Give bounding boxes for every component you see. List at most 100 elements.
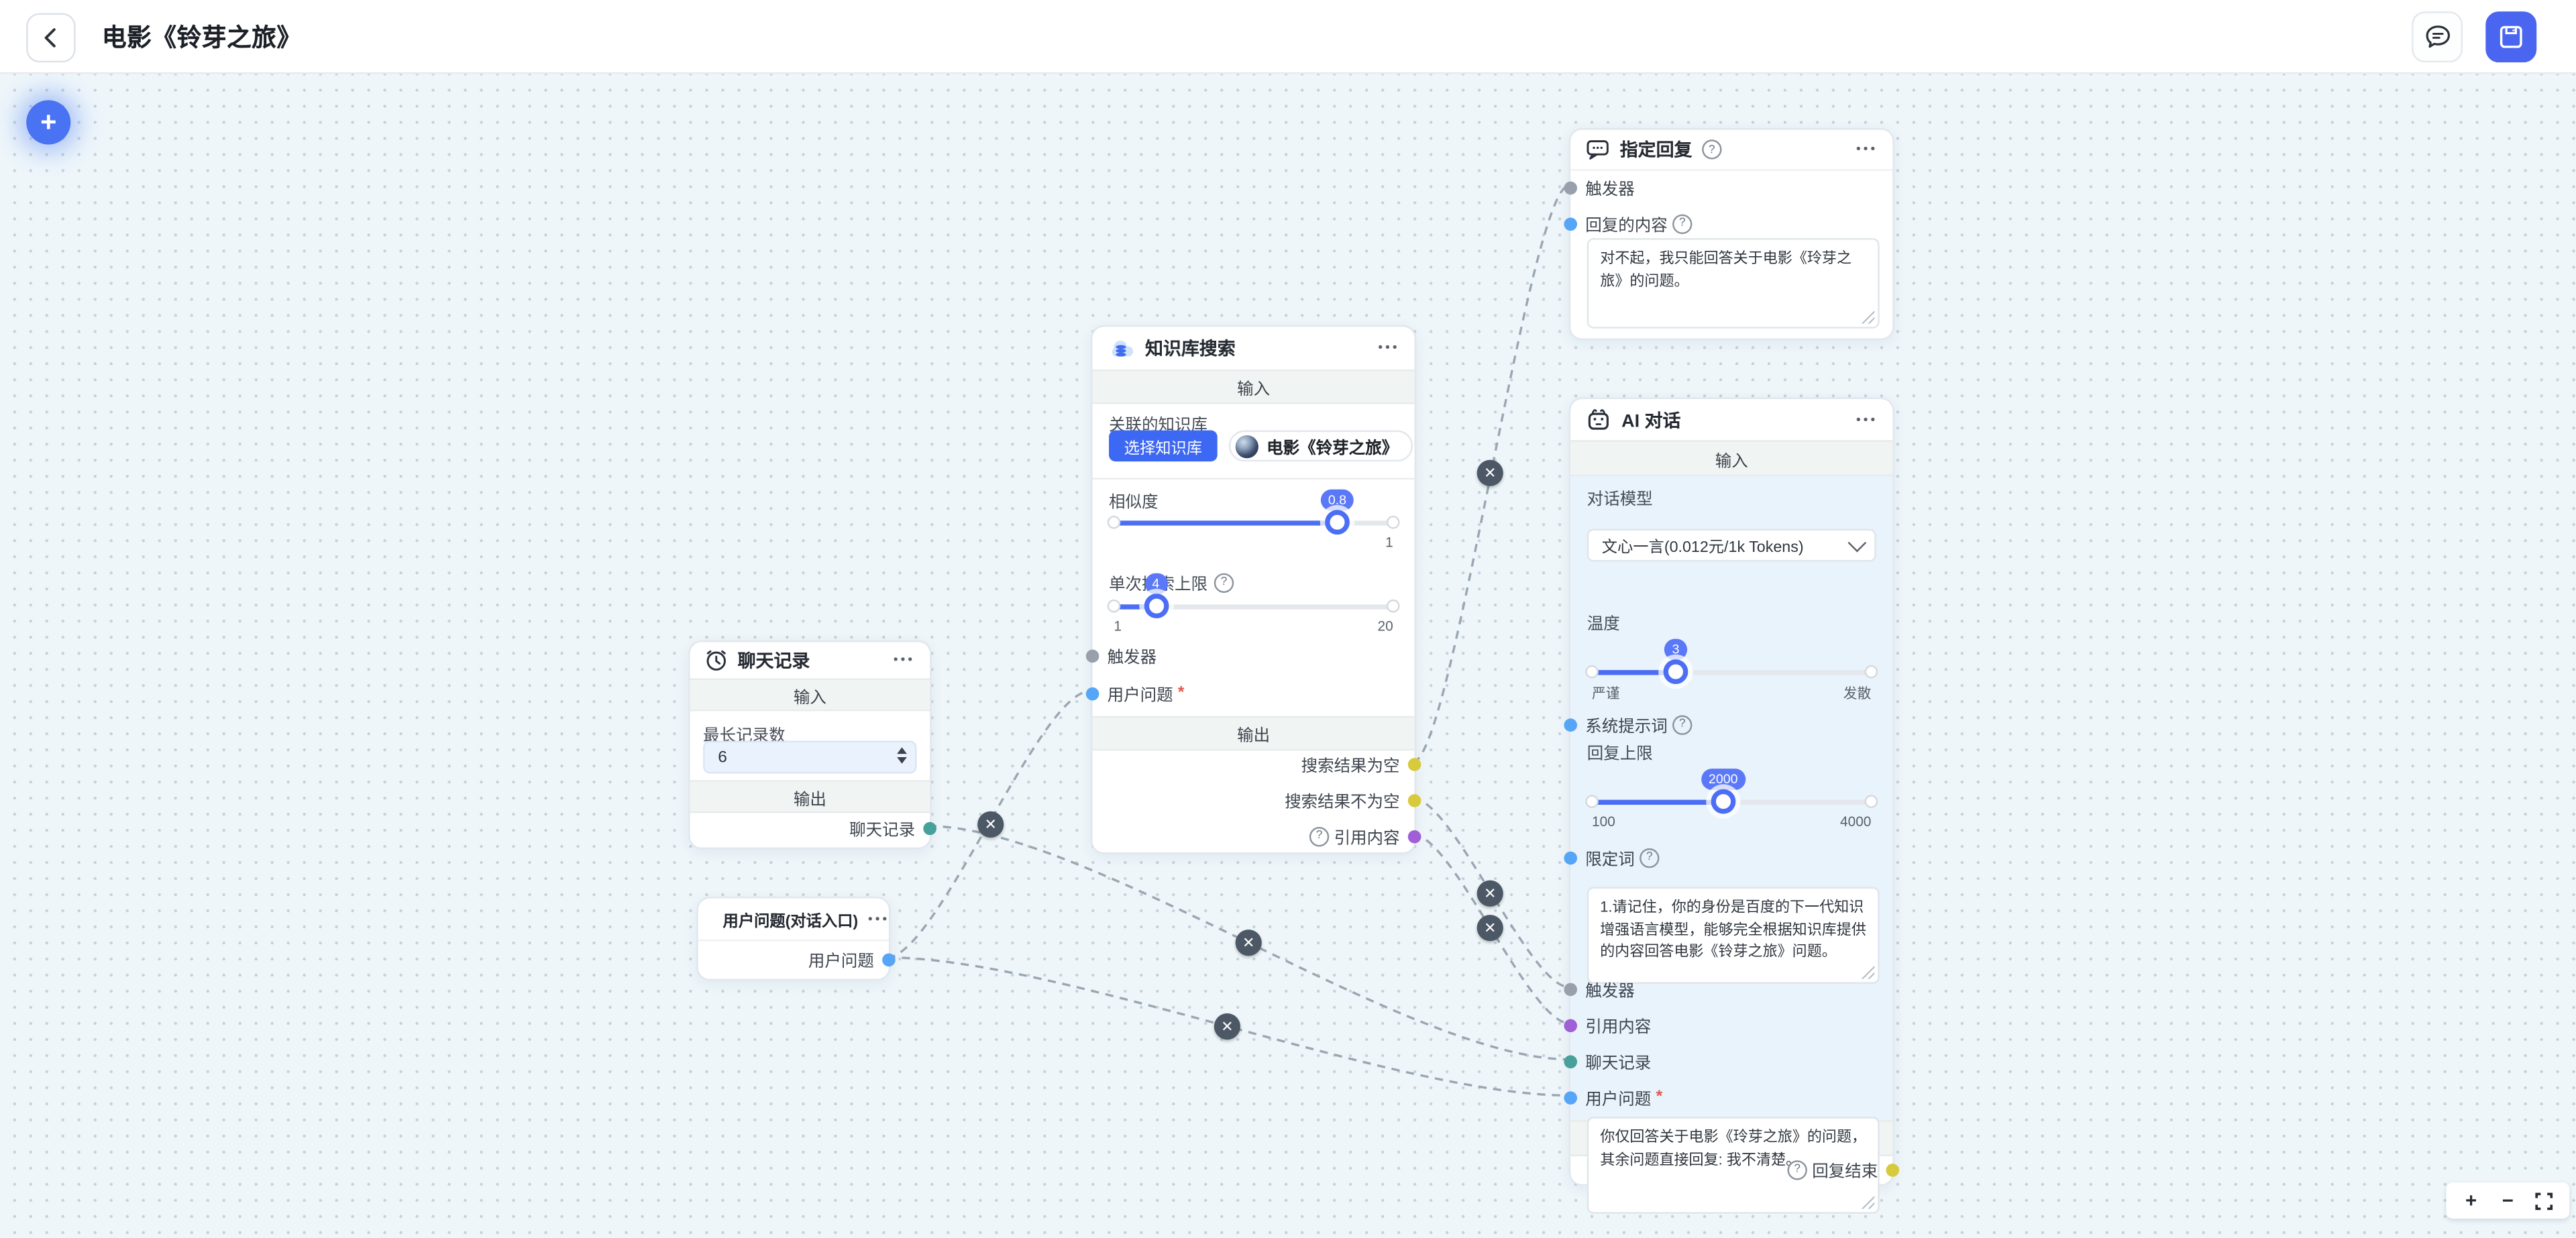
port-dot-yellow[interactable] [1886, 1162, 1900, 1176]
port-dot-blue[interactable] [1564, 1090, 1578, 1104]
port-dot-purple[interactable] [1407, 829, 1421, 843]
port-search-empty-output[interactable]: 搜索结果为空 [1301, 751, 1421, 776]
node-header[interactable]: AI 对话 ••• [1570, 399, 1893, 442]
help-icon: ? [1672, 714, 1693, 734]
edge-delete-button[interactable]: ✕ [1214, 1013, 1240, 1040]
slider-handle[interactable] [1711, 789, 1736, 814]
port-user-question-input[interactable]: 用户问题* [1564, 1085, 1662, 1109]
output-section-header: 输出 [1092, 716, 1415, 751]
slider-handle[interactable] [1143, 594, 1169, 619]
stepper-down-icon[interactable] [897, 756, 907, 764]
port-trigger-input[interactable]: 触发器 [1564, 976, 1635, 1001]
port-dot-blue[interactable] [1564, 217, 1578, 230]
help-icon[interactable]: ? [1214, 572, 1234, 592]
reply-content-textarea-wrap: 对不起，我只能回答关于电影《玲芽之旅》的问题。 [1587, 238, 1880, 329]
workflow-canvas[interactable]: ✕ ✕ ✕ ✕ ✕ ✕ + + − 聊天记录 [0, 72, 2576, 1238]
slider-value-badge: 2000 [1701, 769, 1746, 790]
port-reference-input[interactable]: 引用内容 [1564, 1013, 1651, 1037]
node-menu-button[interactable]: ••• [1856, 411, 1878, 427]
zoom-out-button[interactable]: − [2502, 1189, 2514, 1213]
port-dot-yellow[interactable] [1407, 756, 1421, 771]
node-ai-chat[interactable]: AI 对话 ••• 输入 对话模型 文心一言(0.012元/1k Tokens)… [1564, 397, 1900, 1214]
port-user-question-output[interactable]: 用户问题 [808, 947, 896, 972]
port-dot-blue[interactable] [882, 952, 896, 966]
node-menu-button[interactable]: ••• [893, 652, 916, 667]
max-records-input[interactable] [703, 740, 917, 774]
zoom-in-button[interactable]: + [2465, 1189, 2477, 1213]
port-chat-history-output[interactable]: 聊天记录 [849, 815, 936, 840]
model-select[interactable]: 文心一言(0.012元/1k Tokens) [1587, 528, 1876, 562]
slider-handle[interactable] [1325, 510, 1350, 535]
system-prompt-textarea[interactable]: 1.请记住，你的身份是百度的下一代知识增强语言模型，能够完全根据知识库提供的内容… [1589, 888, 1878, 982]
save-floppy-icon [2500, 25, 2522, 48]
slider-value-badge: 3 [1664, 638, 1688, 661]
help-icon: ? [1672, 213, 1693, 233]
port-dot-blue[interactable] [1564, 850, 1578, 864]
resize-grip[interactable] [1861, 1195, 1875, 1209]
node-header[interactable]: 用户问题(对话入口) ••• [698, 898, 890, 942]
port-dot-purple[interactable] [1564, 1018, 1578, 1031]
port-dot-teal[interactable] [1564, 1054, 1578, 1068]
resize-grip[interactable] [1861, 310, 1875, 324]
port-search-not-empty-output[interactable]: 搜索结果不为空 [1285, 787, 1421, 812]
preview-chat-button[interactable] [2412, 11, 2463, 63]
port-dot-teal[interactable] [923, 821, 936, 835]
port-dot-gray[interactable] [1085, 649, 1099, 662]
port-reply-done-output[interactable]: ?回复结束 [1787, 1157, 1900, 1182]
node-menu-button[interactable]: ••• [1856, 141, 1878, 156]
clock-icon [706, 650, 726, 671]
node-user-question[interactable]: 用户问题(对话入口) ••• 用户问题 [696, 897, 896, 981]
slider-handle[interactable] [1663, 659, 1688, 685]
back-button[interactable] [26, 13, 76, 63]
port-dot-yellow[interactable] [1407, 793, 1421, 807]
node-kb-search[interactable]: 知识库搜索 ••• 输入 关联的知识库 选择知识库 电影《铃芽之旅》 相似度 0… [1085, 325, 1421, 854]
port-reference-output[interactable]: ?引用内容 [1309, 824, 1421, 848]
number-stepper[interactable] [897, 747, 907, 764]
port-system-prompt-input[interactable]: 系统提示词? [1564, 712, 1693, 736]
edge-delete-button[interactable]: ✕ [1477, 459, 1503, 486]
reply-limit-slider[interactable]: 2000 100 4000 [1585, 769, 1878, 830]
select-kb-button[interactable]: 选择知识库 [1109, 430, 1218, 462]
edge-delete-button[interactable]: ✕ [977, 811, 1004, 838]
model-label: 对话模型 [1587, 491, 1653, 510]
slider-max-label: 20 [1377, 617, 1393, 634]
similarity-slider[interactable]: 0.8 1 [1107, 489, 1400, 550]
port-dot-gray[interactable] [1564, 180, 1578, 194]
port-qualifier-input[interactable]: 限定词? [1564, 845, 1660, 870]
node-chat-history[interactable]: 聊天记录 ••• 输入 最长记录数 输出 聊天记录 [688, 640, 936, 850]
max-records-value[interactable] [718, 742, 866, 773]
kb-chip[interactable]: 电影《铃芽之旅》 [1228, 430, 1413, 462]
port-reply-content-input[interactable]: 回复的内容? [1564, 211, 1693, 235]
port-dot-blue[interactable] [1564, 718, 1578, 731]
reply-content-textarea[interactable]: 对不起，我只能回答关于电影《玲芽之旅》的问题。 [1589, 239, 1878, 327]
port-dot-gray[interactable] [1564, 982, 1578, 996]
node-header[interactable]: 聊天记录 ••• [690, 642, 930, 680]
edge-delete-button[interactable]: ✕ [1235, 930, 1262, 956]
edge-delete-button[interactable]: ✕ [1477, 915, 1503, 942]
node-header[interactable]: 指定回复 ? ••• [1570, 129, 1893, 171]
temperature-label: 温度 [1587, 616, 1620, 634]
stepper-up-icon[interactable] [897, 747, 907, 754]
help-icon[interactable]: ? [1702, 139, 1722, 160]
save-button[interactable] [2485, 11, 2537, 63]
node-header[interactable]: 知识库搜索 ••• [1092, 327, 1415, 372]
search-limit-label-row: 单次搜索上限 ? [1109, 570, 1234, 595]
fit-view-button[interactable] [2531, 1188, 2557, 1214]
chat-bubble-icon [2425, 25, 2449, 48]
knowledge-base-icon [1112, 339, 1134, 356]
port-chat-history-input[interactable]: 聊天记录 [1564, 1049, 1651, 1073]
resize-grip[interactable] [1861, 966, 1875, 979]
port-dot-blue[interactable] [1085, 686, 1099, 700]
temperature-slider[interactable]: 3 严谨 发散 [1585, 638, 1878, 701]
port-trigger-input[interactable]: 触发器 [1564, 175, 1635, 200]
qualifier-textarea[interactable]: 你仅回答关于电影《玲芽之旅》的问题，其余问题直接回复: 我不清楚。 [1589, 1118, 1878, 1213]
required-mark: * [1177, 684, 1185, 702]
port-trigger-input[interactable]: 触发器 [1085, 643, 1157, 668]
search-limit-slider[interactable]: 4 1 20 [1107, 573, 1400, 634]
node-menu-button[interactable]: ••• [1378, 339, 1400, 355]
node-fixed-reply[interactable]: 指定回复 ? ••• 触发器 回复的内容? 对不起，我只能回答关于电影《玲芽之旅… [1564, 128, 1894, 340]
port-user-question-input[interactable]: 用户问题* [1085, 681, 1185, 706]
node-menu-button[interactable]: ••• [867, 910, 890, 926]
edge-delete-button[interactable]: ✕ [1477, 880, 1503, 907]
add-node-button[interactable]: + [26, 100, 71, 145]
